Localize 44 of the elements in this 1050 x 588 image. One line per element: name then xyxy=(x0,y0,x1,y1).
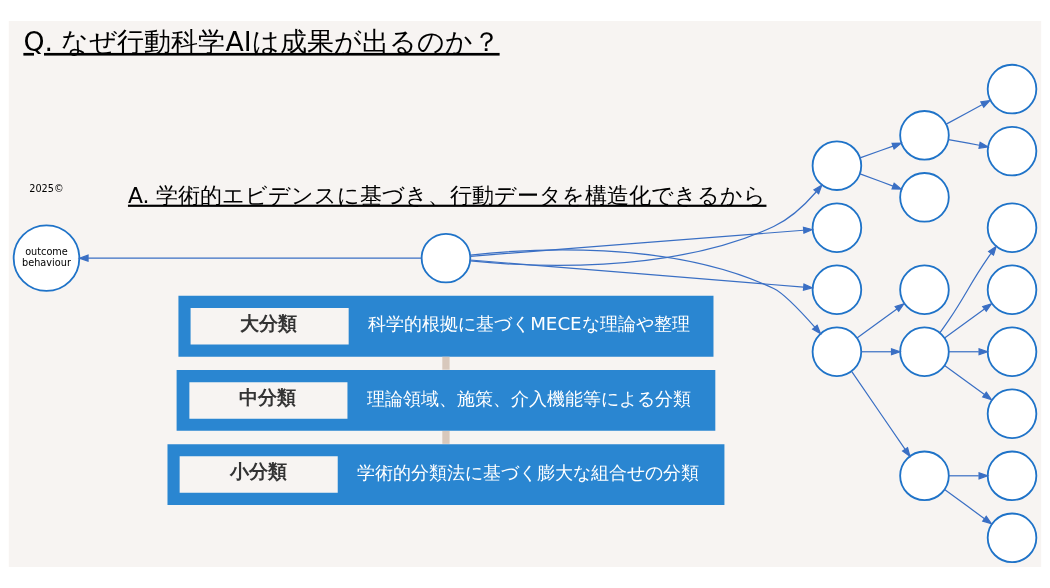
node-circle xyxy=(899,264,950,315)
node-circle xyxy=(986,63,1038,115)
arrow xyxy=(860,347,902,356)
node-circle xyxy=(899,110,950,161)
label: A. 学術的エビデンスに基づき、行動データを構造化できるから xyxy=(127,182,767,208)
node-circle xyxy=(986,512,1038,564)
node-circle xyxy=(811,264,863,315)
node-box: 中分類 理論領域、施策、介入機能等による分類 xyxy=(176,370,716,431)
node-box: 小分類 学術的分類法に基づく膨大な組合せの分類 xyxy=(167,444,725,505)
node-circle xyxy=(986,264,1038,315)
node-circle xyxy=(986,388,1038,439)
arrow xyxy=(947,138,990,149)
node-circle: outcome behaviour xyxy=(12,224,81,292)
arrow xyxy=(859,142,903,159)
node-circle xyxy=(899,450,950,502)
arrow xyxy=(943,302,993,339)
arrow xyxy=(851,371,911,458)
node-circle xyxy=(986,450,1038,502)
arrow xyxy=(948,347,990,356)
arrow xyxy=(469,259,815,291)
connector xyxy=(442,430,450,444)
arrow xyxy=(939,245,998,334)
arrow xyxy=(948,471,990,480)
connector xyxy=(442,356,450,370)
node-circle xyxy=(811,140,863,191)
node-circle xyxy=(986,125,1038,177)
diagram-title: Q. なぜ行動科学AIは成果が出るのか？ xyxy=(23,25,500,57)
node-circle xyxy=(986,326,1038,377)
arrow xyxy=(469,249,822,336)
arrow xyxy=(469,183,823,266)
node-circle xyxy=(811,202,863,253)
node-box: 大分類 科学的根拠に基づくMECEな理論や整理 xyxy=(178,295,714,357)
node-circle xyxy=(986,202,1038,253)
arrow xyxy=(859,173,903,190)
arrow xyxy=(856,302,906,339)
arrow xyxy=(943,488,993,525)
arrow xyxy=(469,226,815,257)
node-circle xyxy=(899,172,950,223)
arrow xyxy=(77,254,423,262)
node-circle xyxy=(899,326,950,377)
arrow xyxy=(943,364,993,401)
arrow xyxy=(945,99,992,125)
node-circle xyxy=(420,232,472,284)
label: 2025© xyxy=(29,183,64,195)
